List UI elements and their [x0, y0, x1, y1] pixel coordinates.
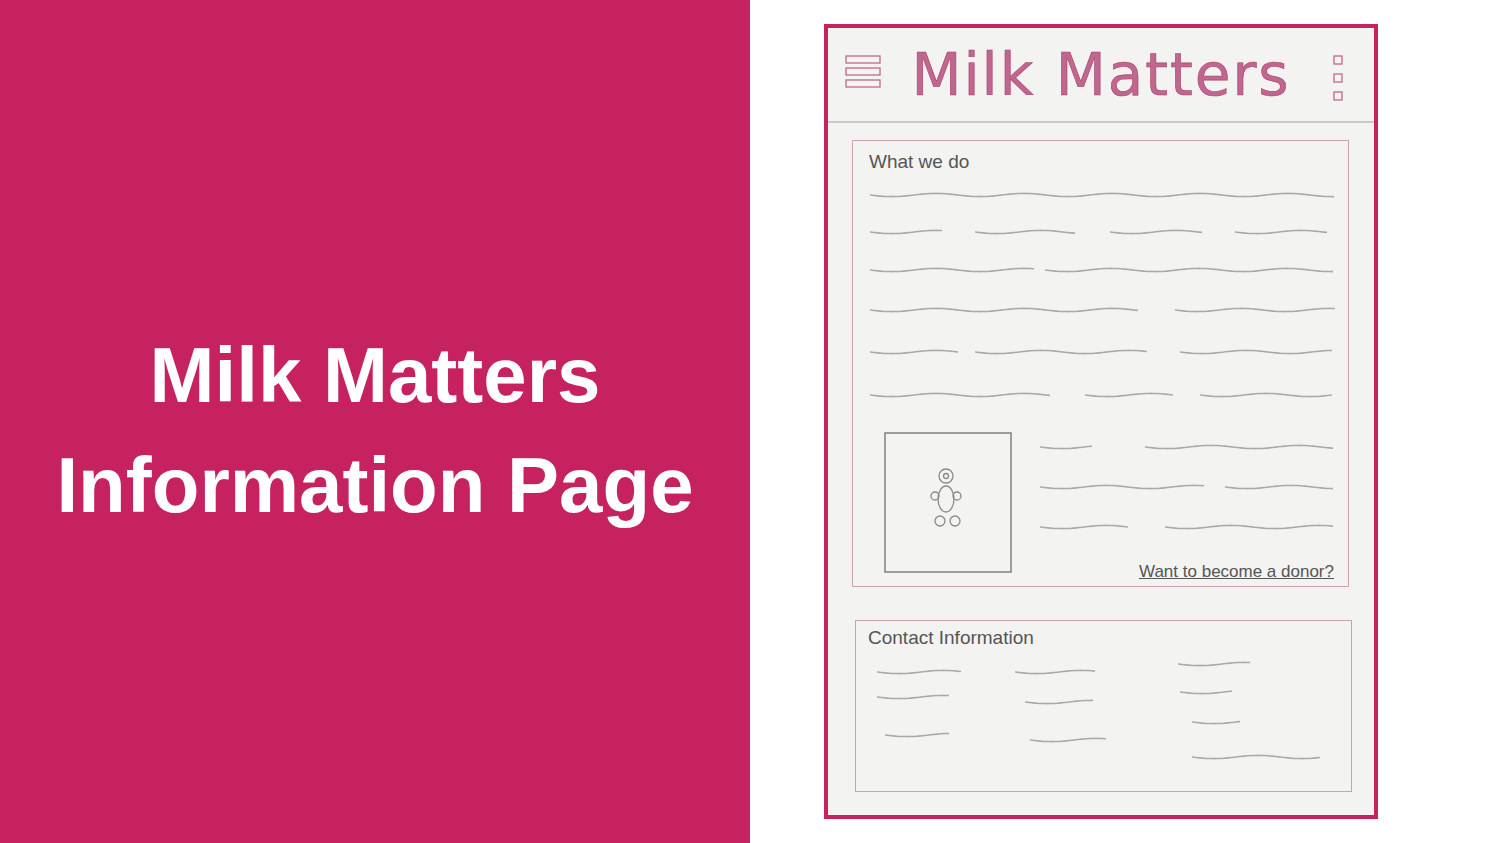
- placeholder-lines: [870, 193, 1335, 758]
- text-placeholder: [1200, 393, 1332, 396]
- slide-title: Milk Matters Information Page: [35, 321, 715, 539]
- box-heading: What we do: [869, 151, 1334, 173]
- text-placeholder: [1045, 268, 1333, 271]
- content-box: Contact Information: [855, 620, 1352, 792]
- text-placeholder: [870, 268, 1034, 271]
- text-placeholder: [870, 308, 1138, 311]
- text-placeholder: [1192, 722, 1240, 724]
- menu-icon: [846, 56, 880, 87]
- text-placeholder: [870, 193, 1334, 196]
- text-placeholder: [1165, 525, 1333, 528]
- text-placeholder: [1225, 485, 1333, 488]
- text-placeholder: [1040, 446, 1092, 448]
- text-placeholder: [870, 230, 942, 233]
- text-placeholder: [1085, 393, 1173, 396]
- text-placeholder: [877, 695, 949, 698]
- text-placeholder: [1145, 445, 1333, 448]
- text-placeholder: [877, 670, 961, 673]
- text-placeholder: [975, 350, 1147, 353]
- text-placeholder: [1178, 662, 1250, 665]
- text-placeholder: [1180, 350, 1332, 353]
- box-heading: Contact Information: [868, 627, 1339, 649]
- text-placeholder: [885, 733, 949, 736]
- text-placeholder: [1015, 670, 1095, 673]
- more-icon: [1334, 56, 1342, 100]
- header-bar: Milk Matters: [828, 28, 1374, 122]
- text-placeholder: [870, 393, 1050, 396]
- text-placeholder: [975, 230, 1075, 233]
- text-placeholder: [1025, 700, 1093, 703]
- text-placeholder: [1180, 691, 1232, 693]
- text-placeholder: [1192, 755, 1320, 758]
- text-placeholder: [1030, 738, 1106, 741]
- text-placeholder: [1175, 308, 1335, 311]
- text-placeholder: [1110, 230, 1202, 233]
- text-placeholder: [1040, 525, 1128, 528]
- content-box: What we do Want to become a donor?: [852, 140, 1349, 587]
- text-placeholder: [1040, 485, 1204, 488]
- text-placeholder: [1235, 230, 1327, 233]
- box-heading: Milk Matters: [911, 41, 1290, 109]
- paper-photo: [826, 26, 1376, 817]
- donor-link: Want to become a donor?: [1139, 562, 1334, 582]
- title-panel: Milk Matters Information Page: [0, 0, 750, 843]
- header-rule: [828, 121, 1374, 123]
- text-placeholder: [870, 350, 958, 353]
- image-placeholder: [885, 433, 1011, 572]
